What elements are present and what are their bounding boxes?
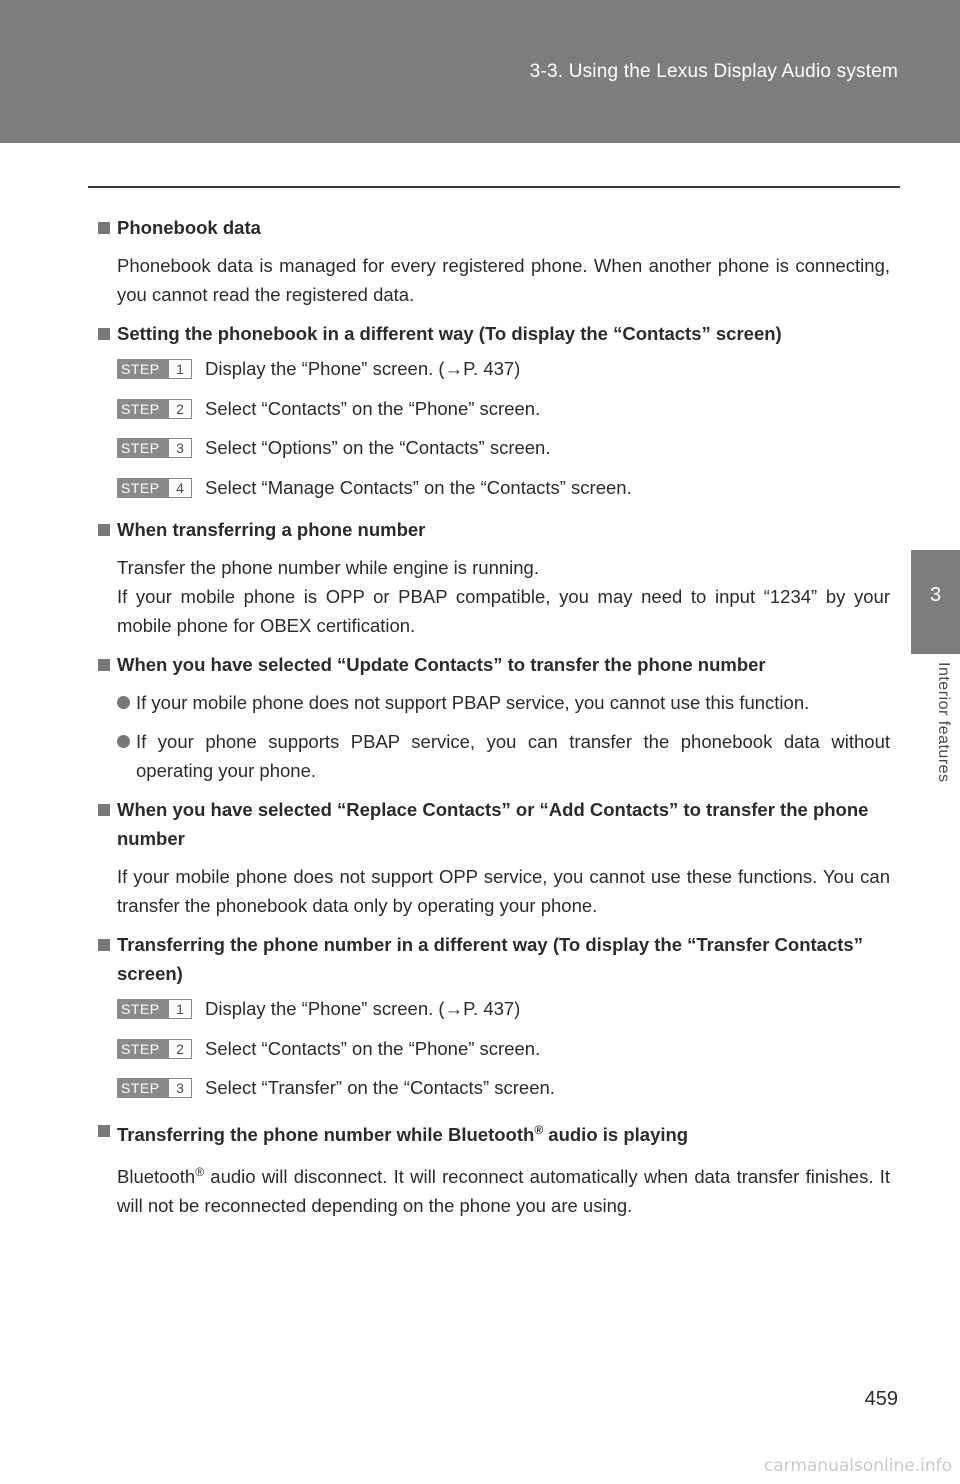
section-title: 3-3. Using the Lexus Display Audio syste… [529, 61, 898, 82]
step-item: STEP 1 Display the “Phone” screen. (→P. … [117, 997, 890, 1037]
square-bullet-icon [98, 328, 110, 340]
round-bullet-icon [117, 735, 130, 748]
step-badge: STEP 3 [117, 1078, 192, 1098]
step-text: Select “Manage Contacts” on the “Contact… [205, 476, 632, 498]
step-text: Select “Options” on the “Contacts” scree… [205, 437, 551, 458]
heading-bluetooth-playing: Transferring the phone number while Blue… [98, 1116, 890, 1149]
square-bullet-icon [98, 222, 110, 234]
page-content: Phonebook data Phonebook data is managed… [98, 213, 890, 1220]
heading-transfer-different-way: Transferring the phone number in a diffe… [98, 930, 890, 988]
header-rule [88, 186, 900, 188]
heading-phonebook-data: Phonebook data [98, 213, 890, 242]
round-bullet-icon [117, 696, 130, 709]
step-text: Select “Contacts” on the “Phone” screen. [205, 1037, 541, 1059]
step-item: STEP 3 Select “Transfer” on the “Contact… [117, 1076, 890, 1116]
paragraph-phonebook-data: Phonebook data is managed for every regi… [117, 255, 890, 305]
step-text: Select “Contacts” on the “Phone” screen. [205, 397, 541, 419]
square-bullet-icon [98, 524, 110, 536]
bullet-item: If your phone supports PBAP service, you… [117, 727, 890, 785]
square-bullet-icon [98, 659, 110, 671]
page-number: 459 [864, 1388, 898, 1410]
bullet-item: If your mobile phone does not support PB… [117, 688, 890, 717]
heading-transferring-number: When transferring a phone number [98, 515, 890, 544]
chapter-label: Interior features [935, 662, 952, 783]
square-bullet-icon [98, 1124, 110, 1137]
paragraph-replace-add-contacts: If your mobile phone does not support OP… [117, 866, 890, 916]
step-item: STEP 1 Display the “Phone” screen. (→P. … [117, 357, 890, 397]
step-badge: STEP 4 [117, 477, 192, 498]
paragraph-transferring-number: Transfer the phone number while engine i… [117, 557, 890, 636]
chapter-tab: 3 [911, 550, 960, 654]
heading-setting-phonebook: Setting the phonebook in a different way… [98, 319, 890, 348]
square-bullet-icon [98, 939, 110, 951]
step-item: STEP 3 Select “Options” on the “Contacts… [117, 436, 890, 476]
page-header: 3-3. Using the Lexus Display Audio syste… [0, 0, 960, 143]
step-item: STEP 2 Select “Contacts” on the “Phone” … [117, 1037, 890, 1077]
step-item: STEP 2 Select “Contacts” on the “Phone” … [117, 397, 890, 437]
paragraph-bluetooth-playing: Bluetooth® audio will disconnect. It wil… [117, 1164, 890, 1216]
watermark: carmanualsonline.info [763, 1456, 952, 1476]
step-badge: STEP 1 [117, 999, 192, 1019]
step-badge: STEP 2 [117, 1038, 192, 1059]
step-badge: STEP 2 [117, 398, 192, 419]
step-badge: STEP 3 [117, 438, 192, 458]
heading-update-contacts: When you have selected “Update Contacts”… [98, 650, 890, 679]
step-text: Select “Transfer” on the “Contacts” scre… [205, 1077, 555, 1098]
step-item: STEP 4 Select “Manage Contacts” on the “… [117, 476, 890, 516]
square-bullet-icon [98, 804, 110, 816]
step-badge: STEP 1 [117, 359, 192, 379]
step-text: Display the “Phone” screen. (→P. 437) [205, 998, 521, 1019]
heading-replace-add-contacts: When you have selected “Replace Contacts… [98, 795, 890, 853]
chapter-number: 3 [929, 584, 942, 606]
step-text: Display the “Phone” screen. (→P. 437) [205, 358, 521, 379]
